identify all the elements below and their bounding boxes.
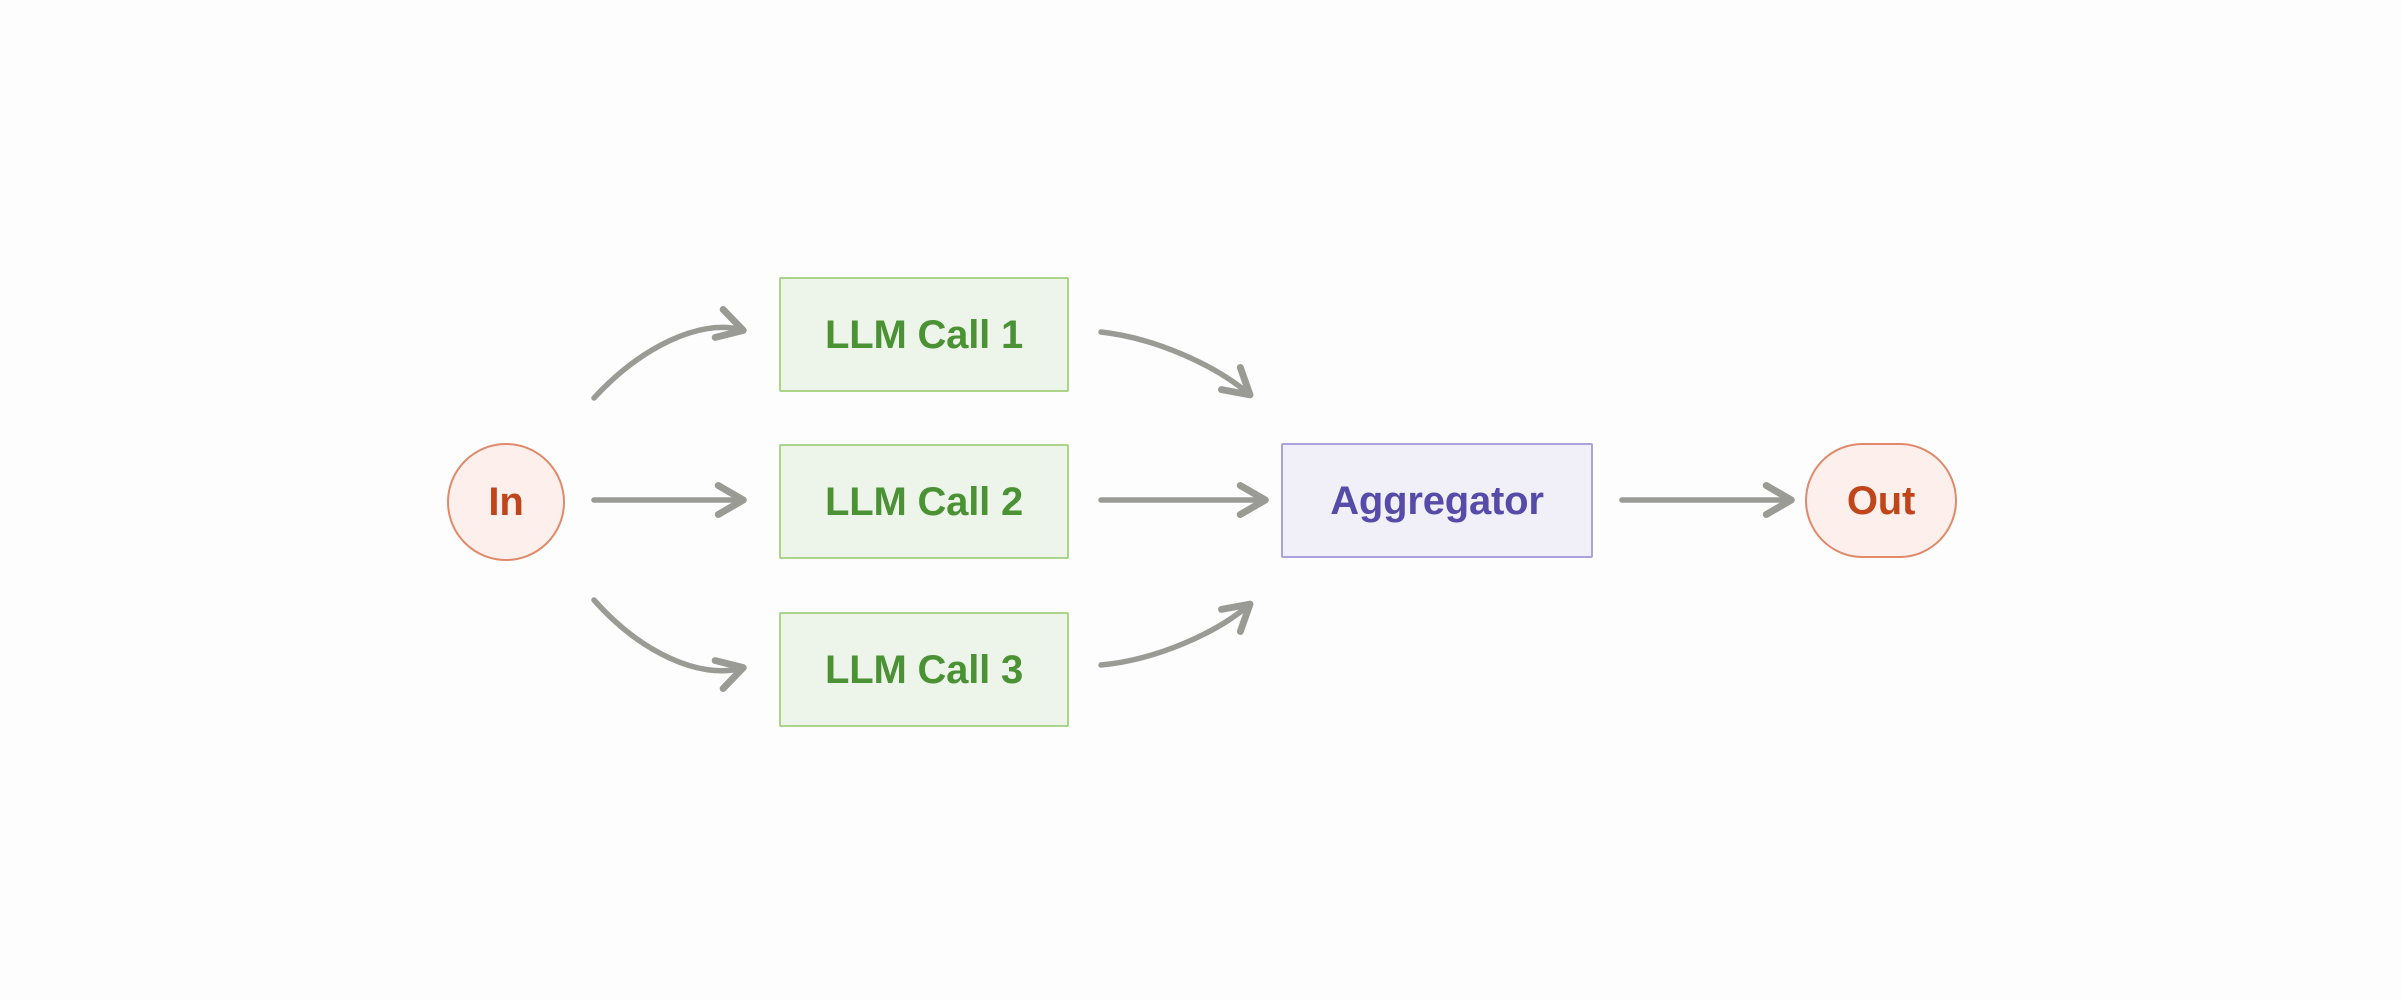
node-in[interactable]: In bbox=[447, 443, 565, 561]
node-llm-call-3[interactable]: LLM Call 3 bbox=[779, 612, 1069, 727]
edge-in-to-llm-call-3 bbox=[591, 597, 747, 692]
node-llm-call-3-label: LLM Call 3 bbox=[824, 647, 1024, 692]
node-llm-call-1[interactable]: LLM Call 1 bbox=[779, 277, 1069, 392]
edge-llm-call-1-to-aggregator bbox=[1098, 329, 1254, 399]
node-out-label: Out bbox=[1846, 478, 1916, 523]
edge-in-to-llm-call-1 bbox=[591, 306, 747, 401]
node-in-label: In bbox=[488, 480, 524, 524]
node-aggregator-label: Aggregator bbox=[1330, 478, 1544, 523]
edge-llm-call-3-to-aggregator bbox=[1098, 600, 1254, 668]
node-aggregator[interactable]: Aggregator bbox=[1281, 443, 1593, 558]
node-llm-call-2-label: LLM Call 2 bbox=[824, 479, 1024, 524]
node-llm-call-1-label: LLM Call 1 bbox=[824, 312, 1024, 357]
node-llm-call-2[interactable]: LLM Call 2 bbox=[779, 444, 1069, 559]
node-out[interactable]: Out bbox=[1805, 443, 1957, 558]
